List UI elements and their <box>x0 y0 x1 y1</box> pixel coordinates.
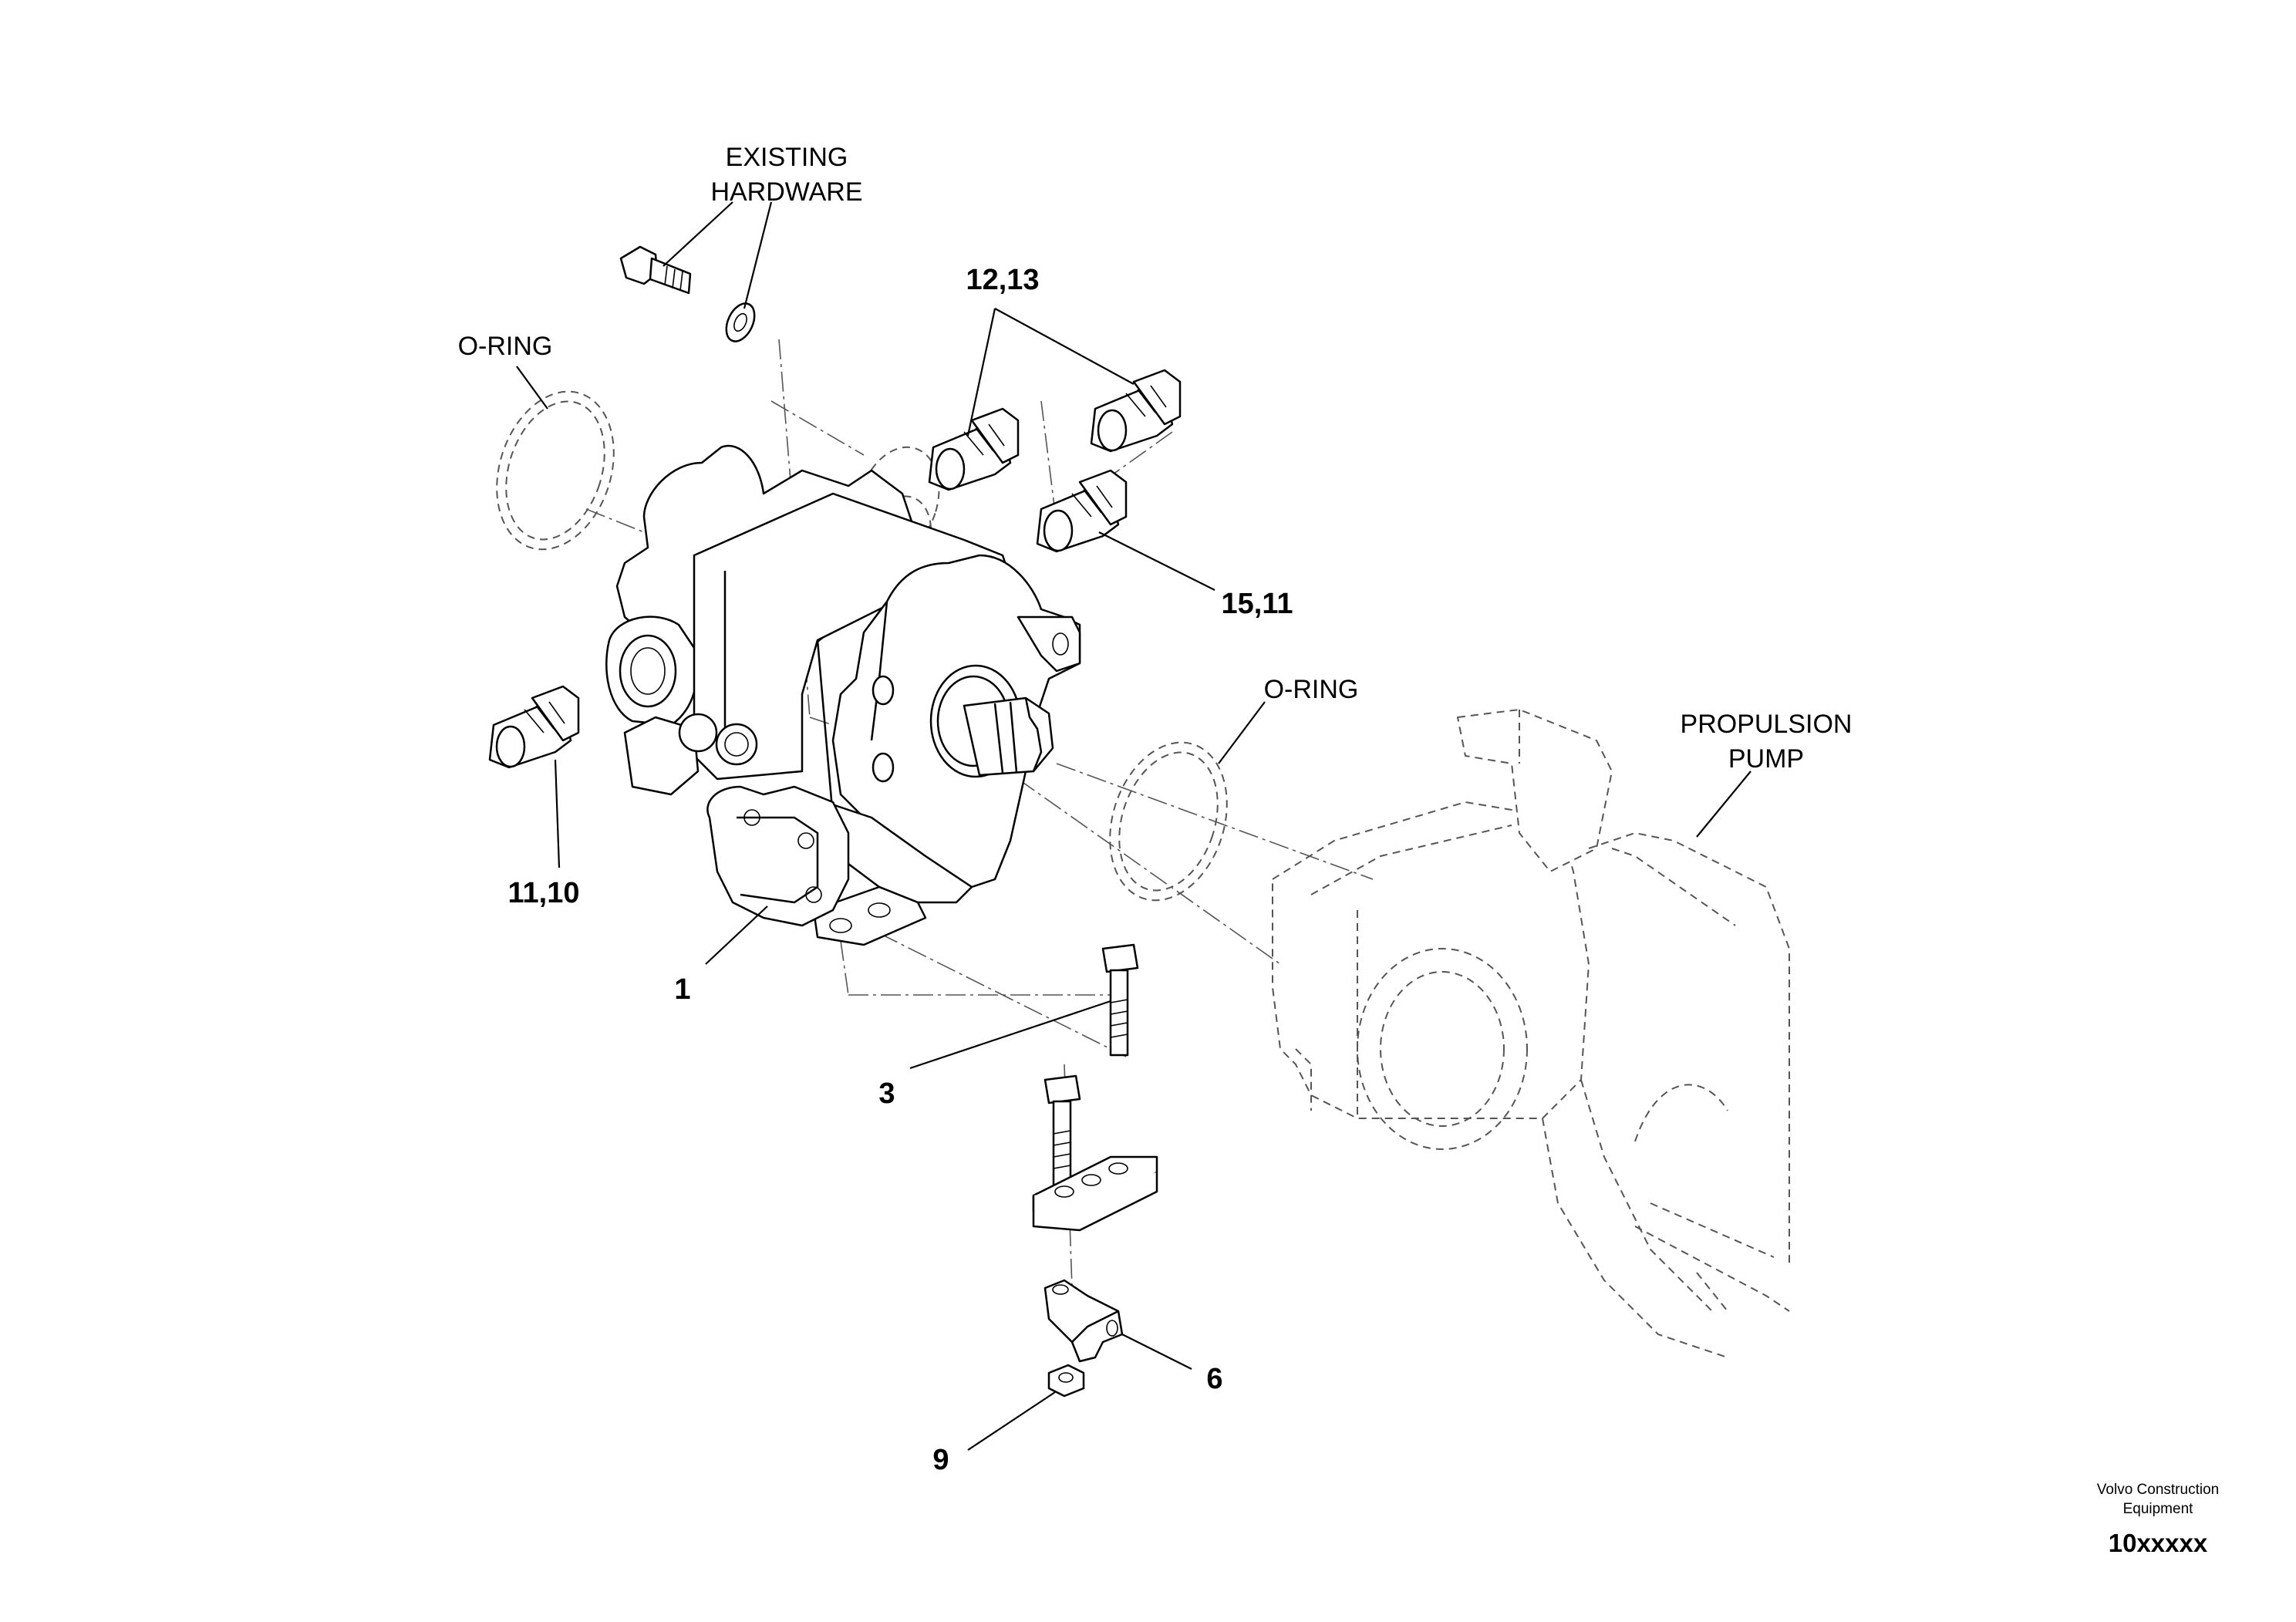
bolt-item-3-upper <box>1101 943 1139 1057</box>
label-existing-hardware-line2: HARDWARE <box>710 177 862 207</box>
o-ring-left <box>496 390 615 551</box>
fitting-12-13-left <box>928 407 1020 491</box>
bolt-item-3-lower <box>1043 1074 1081 1188</box>
label-fitting-12-13: 12,13 <box>966 264 1039 296</box>
pump-body <box>605 444 1081 946</box>
clamp-item-6 <box>1043 1279 1124 1363</box>
footer-block: Volvo Construction Equipment 10xxxxx <box>2097 1482 2219 1557</box>
nut-item-9 <box>1047 1364 1085 1398</box>
label-part-3: 3 <box>878 1077 895 1110</box>
label-propulsion-pump-line2: PUMP <box>1728 744 1804 774</box>
propulsion-pump-phantom <box>1272 709 1790 1358</box>
label-part-6: 6 <box>1206 1363 1222 1395</box>
footer-company-line2: Equipment <box>2123 1501 2194 1517</box>
label-fitting-15-11: 15,11 <box>1222 588 1293 620</box>
existing-hardware-washer <box>725 302 756 342</box>
fitting-11-10 <box>488 685 580 769</box>
label-o-ring-right: O-RING <box>1264 675 1359 704</box>
existing-hardware-bolt <box>619 245 692 295</box>
label-existing-hardware-line1: EXISTING <box>726 143 848 172</box>
label-propulsion-pump-line1: PROPULSION <box>1681 710 1853 739</box>
footer-drawing-number: 10xxxxx <box>2109 1529 2208 1557</box>
label-part-1: 1 <box>674 973 690 1006</box>
footer-company-line1: Volvo Construction <box>2097 1482 2219 1498</box>
leader-lines <box>516 201 1752 1451</box>
fitting-15-11 <box>1036 469 1128 553</box>
label-fitting-11-10: 11,10 <box>508 877 580 909</box>
fitting-12-13-right <box>1090 369 1182 453</box>
o-ring-right <box>1109 741 1228 902</box>
callout-labels: EXISTING HARDWARE O-RING 12,13 15,11 O-R… <box>458 143 1853 1476</box>
label-o-ring-left: O-RING <box>458 332 553 361</box>
label-part-9: 9 <box>932 1444 949 1476</box>
bracket-plate <box>1032 1155 1158 1232</box>
